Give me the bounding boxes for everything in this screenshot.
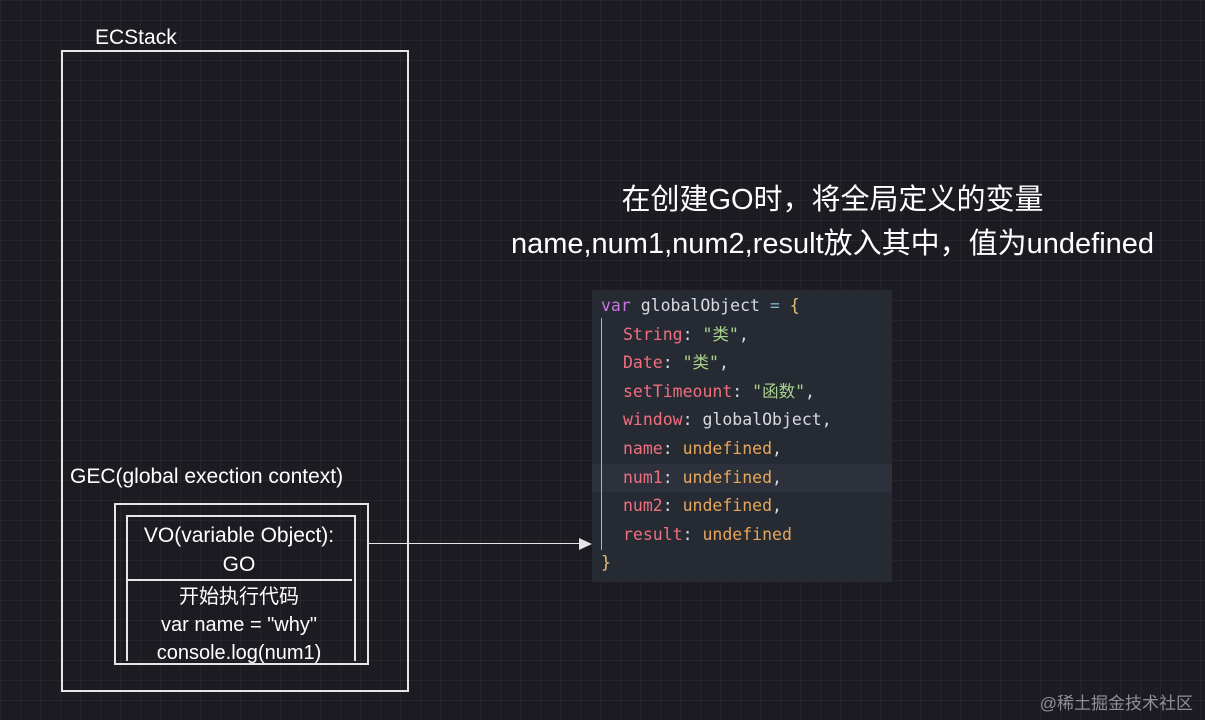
code-entry-value: undefined — [682, 496, 773, 516]
code-variable-name: globalObject — [640, 296, 760, 315]
code-equals: = — [769, 296, 780, 315]
code-comma: , — [772, 439, 782, 458]
code-entry: setTimeount: "函数", — [592, 378, 892, 406]
gec-code-section: 开始执行代码 var name = "why" console.log(num1… — [126, 583, 352, 667]
code-entry: result: undefined — [592, 521, 892, 549]
code-entry-value: "类" — [682, 353, 719, 373]
code-entry-value: "类" — [702, 324, 739, 344]
code-entry: num1: undefined, — [592, 463, 892, 492]
vo-label: VO(variable Object): — [143, 524, 335, 547]
code-colon: : — [682, 524, 703, 544]
code-entry-value: undefined — [702, 524, 792, 544]
code-colon: : — [662, 467, 683, 487]
code-entry-value: "函数" — [752, 381, 806, 401]
code-comma: , — [772, 467, 782, 487]
code-entry-key: num1 — [623, 467, 663, 487]
vo-value: GO — [222, 553, 256, 576]
gec-code-line-2: var name = "why" — [161, 614, 317, 636]
vo-section: VO(variable Object): GO — [126, 515, 352, 581]
code-comma: , — [738, 324, 749, 344]
code-comma: , — [805, 381, 815, 401]
code-entry-key: setTimeount — [623, 381, 733, 401]
code-entry-value: undefined — [682, 439, 773, 458]
code-comma: , — [821, 410, 832, 430]
annotation-line-2: name,num1,num2,result放入其中，值为undefined — [510, 228, 1155, 260]
gec-inner-box — [126, 515, 356, 661]
code-entry-key: Date — [623, 353, 663, 373]
code-colon: : — [682, 324, 703, 344]
code-entry-key: name — [623, 439, 663, 458]
code-panel: var globalObject = { String: "类",Date: "… — [592, 290, 892, 582]
annotation: 在创建GO时，将全局定义的变量 name,num1,num2,result放入其… — [470, 178, 1195, 266]
code-entry-key: String — [623, 324, 683, 344]
ecstack-box — [61, 50, 409, 692]
indent-guide — [601, 318, 602, 550]
code-colon: : — [682, 410, 703, 430]
code-colon: : — [662, 496, 683, 516]
code-open-brace: { — [789, 296, 800, 315]
code-entry: window: globalObject, — [592, 406, 892, 434]
code-entry: String: "类", — [592, 321, 892, 349]
gec-label: GEC(global exection context) — [70, 465, 344, 488]
watermark: @稀土掘金技术社区 — [1039, 694, 1193, 713]
gec-box — [114, 503, 369, 665]
code-comma: , — [719, 353, 729, 373]
code-entry-value: undefined — [682, 467, 773, 487]
arrow-head-icon — [579, 538, 592, 550]
code-entry-value: globalObject — [702, 410, 822, 430]
gec-code-line-3: console.log(num1) — [156, 642, 322, 664]
code-colon: : — [732, 381, 753, 401]
code-entry-key: result — [623, 524, 683, 544]
code-entry-key: window — [623, 410, 683, 430]
gec-code-line-1: 开始执行代码 — [179, 586, 299, 608]
code-entry: num2: undefined, — [592, 492, 892, 520]
code-keyword: var — [601, 296, 631, 315]
code-line-declaration: var globalObject = { — [592, 292, 892, 320]
code-colon: : — [662, 439, 683, 458]
code-entry: name: undefined, — [592, 435, 892, 463]
code-close-brace: } — [601, 553, 611, 573]
code-colon: : — [662, 353, 683, 373]
code-entry: Date: "类", — [592, 349, 892, 377]
code-comma: , — [772, 496, 782, 516]
ecstack-label: ECStack — [95, 26, 177, 49]
code-line-close: } — [592, 549, 892, 577]
annotation-line-1: 在创建GO时，将全局定义的变量 — [621, 184, 1044, 216]
arrow-line — [367, 543, 579, 544]
code-entry-key: num2 — [623, 496, 663, 516]
